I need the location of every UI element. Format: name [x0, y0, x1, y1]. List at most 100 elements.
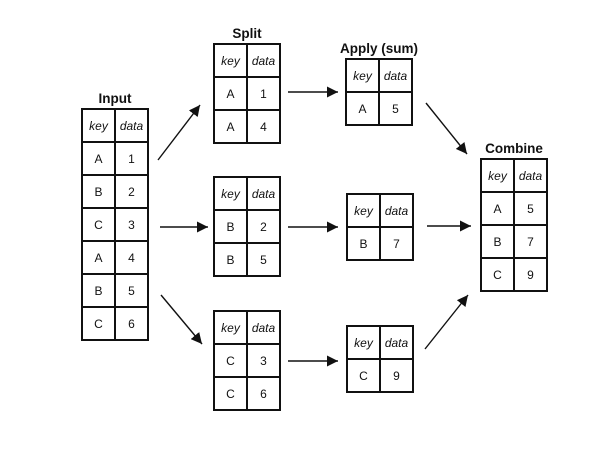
table-cell: A: [345, 91, 380, 126]
input-title: Input: [98, 91, 132, 106]
table-cell: 6: [114, 306, 149, 341]
table-cell: B: [346, 226, 381, 261]
data-header: data: [379, 193, 414, 228]
table-cell: A: [213, 109, 248, 144]
table-cell: 5: [246, 242, 281, 277]
split-stage-group-a: Split key data A 1 A 4: [213, 26, 281, 144]
combine-stage: Combine key data A 5 B 7 C 9: [480, 141, 548, 292]
apply-stage-group-b: key data B 7: [346, 193, 414, 261]
arrow-input-to-split-a: [157, 104, 201, 161]
table-cell: A: [81, 240, 116, 275]
table-row: A 5: [480, 191, 548, 226]
key-header: key: [346, 325, 381, 360]
data-header: data: [378, 58, 413, 93]
header-row: key data: [213, 43, 281, 78]
table-cell: C: [81, 306, 116, 341]
data-header: data: [513, 158, 548, 193]
table-row: B 5: [213, 242, 281, 277]
table-cell: B: [81, 273, 116, 308]
key-header: key: [213, 310, 248, 345]
table-cell: A: [81, 141, 116, 176]
table-row: A 5: [345, 91, 413, 126]
table-row: C 9: [346, 358, 414, 393]
table-row: B 7: [480, 224, 548, 259]
table-cell: B: [213, 209, 248, 244]
table-row: A 1: [213, 76, 281, 111]
table-cell: 9: [379, 358, 414, 393]
data-header: data: [114, 108, 149, 143]
key-header: key: [345, 58, 380, 93]
combine-title: Combine: [485, 141, 543, 156]
table-row: B 2: [213, 209, 281, 244]
header-row: key data: [213, 310, 281, 345]
table-cell: 5: [114, 273, 149, 308]
header-row: key data: [213, 176, 281, 211]
table-cell: B: [480, 224, 515, 259]
table-cell: 1: [114, 141, 149, 176]
table-cell: 9: [513, 257, 548, 292]
split-stage-group-b: key data B 2 B 5: [213, 176, 281, 277]
table-cell: A: [480, 191, 515, 226]
arrow-apply-c-to-combine: [424, 294, 469, 350]
table-row: C 6: [213, 376, 281, 411]
table-cell: 5: [378, 91, 413, 126]
header-row: key data: [480, 158, 548, 193]
apply-stage-group-a: Apply (sum) key data A 5: [340, 41, 418, 126]
key-header: key: [480, 158, 515, 193]
split-table-a: key data A 1 A 4: [213, 43, 281, 144]
apply-stage-group-c: key data C 9: [346, 325, 414, 393]
table-cell: A: [213, 76, 248, 111]
data-header: data: [379, 325, 414, 360]
table-row: B 2: [81, 174, 149, 209]
split-stage-group-c: key data C 3 C 6: [213, 310, 281, 411]
input-table: key data A 1 B 2 C 3 A 4 B 5: [81, 108, 149, 341]
arrow-apply-a-to-combine: [425, 102, 468, 155]
apply-title: Apply (sum): [339, 41, 419, 56]
table-cell: 2: [246, 209, 281, 244]
header-row: key data: [81, 108, 149, 143]
data-header: data: [246, 176, 281, 211]
header-row: key data: [346, 325, 414, 360]
table-cell: 2: [114, 174, 149, 209]
table-row: B 5: [81, 273, 149, 308]
table-row: A 4: [213, 109, 281, 144]
table-row: A 1: [81, 141, 149, 176]
table-cell: C: [213, 343, 248, 378]
key-header: key: [81, 108, 116, 143]
table-cell: 3: [114, 207, 149, 242]
table-cell: 5: [513, 191, 548, 226]
split-title: Split: [232, 26, 262, 41]
table-row: C 9: [480, 257, 548, 292]
table-cell: C: [213, 376, 248, 411]
table-cell: 4: [246, 109, 281, 144]
data-header: data: [246, 43, 281, 78]
table-row: A 4: [81, 240, 149, 275]
table-row: C 3: [213, 343, 281, 378]
key-header: key: [213, 43, 248, 78]
table-cell: B: [81, 174, 116, 209]
table-cell: 6: [246, 376, 281, 411]
combine-table: key data A 5 B 7 C 9: [480, 158, 548, 292]
input-stage: Input key data A 1 B 2 C 3 A 4: [81, 91, 149, 341]
table-cell: 7: [379, 226, 414, 261]
table-cell: 3: [246, 343, 281, 378]
apply-table-b: key data B 7: [346, 193, 414, 261]
table-cell: 1: [246, 76, 281, 111]
apply-table-a: key data A 5: [345, 58, 413, 126]
header-row: key data: [345, 58, 413, 93]
table-cell: C: [480, 257, 515, 292]
key-header: key: [213, 176, 248, 211]
data-header: data: [246, 310, 281, 345]
key-header: key: [346, 193, 381, 228]
table-cell: 7: [513, 224, 548, 259]
table-row: C 6: [81, 306, 149, 341]
split-table-b: key data B 2 B 5: [213, 176, 281, 277]
table-row: B 7: [346, 226, 414, 261]
table-cell: C: [346, 358, 381, 393]
table-cell: B: [213, 242, 248, 277]
header-row: key data: [346, 193, 414, 228]
table-row: C 3: [81, 207, 149, 242]
apply-table-c: key data C 9: [346, 325, 414, 393]
table-cell: C: [81, 207, 116, 242]
